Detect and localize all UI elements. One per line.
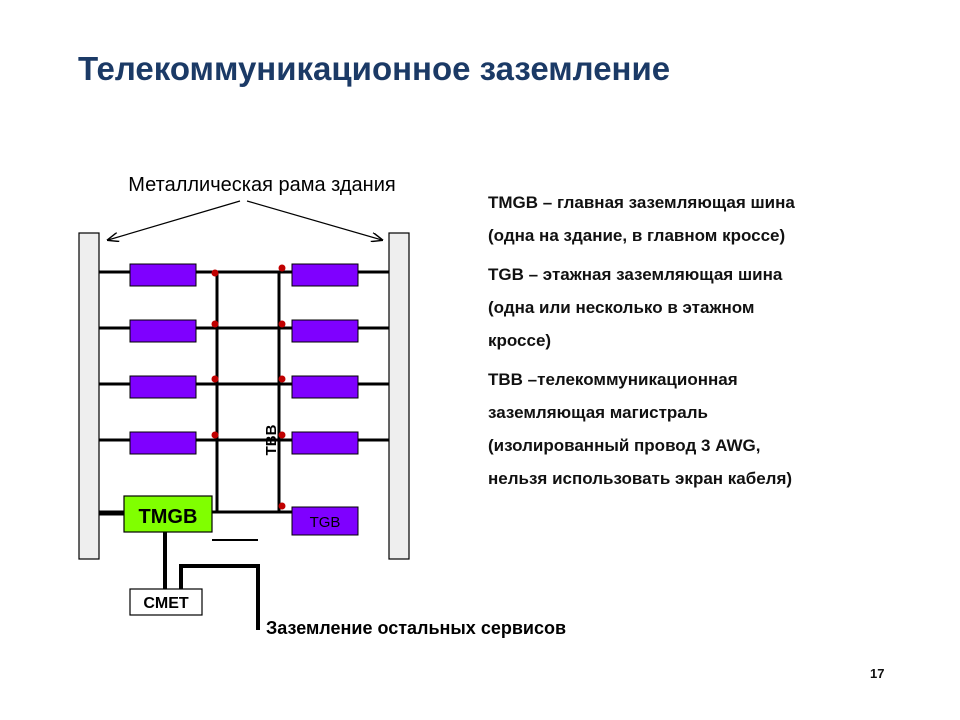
other-services-line [179, 564, 260, 630]
dot-right-1 [278, 264, 286, 272]
busbar-left-2 [129, 319, 197, 343]
dot-right-4 [278, 431, 286, 439]
dot-left-2 [211, 320, 219, 328]
dot-left-1 [211, 269, 219, 277]
connection-dots [211, 264, 286, 510]
legend-line: TMGB – главная заземляющая шина [488, 193, 795, 212]
slide-title: Телекоммуникационное заземление [78, 50, 671, 87]
legend-item-tbb: TBB –телекоммуникационная заземляющая ма… [488, 363, 908, 495]
dot-left-4 [211, 431, 219, 439]
legend-line: (изолированный провод 3 AWG, [488, 436, 761, 455]
page-number: 17 [870, 666, 885, 681]
busbar-right-2 [291, 319, 359, 343]
building-frame-left [78, 232, 100, 560]
busbar-left-3 [129, 375, 197, 399]
tmgb-busbar [123, 495, 213, 533]
building-frame-right [388, 232, 410, 560]
dot-right-5 [278, 502, 286, 510]
frame-arrow-right [246, 200, 382, 240]
legend-line: заземляющая магистраль [488, 403, 709, 422]
legend-line: TBB –телекоммуникационная [488, 370, 738, 389]
legend: TMGB – главная заземляющая шина (одна на… [488, 186, 908, 501]
legend-line: (одна на здание, в главном кроссе) [488, 226, 786, 245]
busbar-right-4 [291, 431, 359, 455]
busbars-left [129, 263, 197, 455]
legend-item-tgb: TGB – этажная заземляющая шина (одна или… [488, 258, 908, 357]
legend-line: кроссе) [488, 331, 552, 350]
legend-line: TGB – этажная заземляющая шина [488, 265, 783, 284]
cmet-label: CMET [143, 595, 189, 612]
busbar-left-1 [129, 263, 197, 287]
dot-left-3 [211, 375, 219, 383]
tbb-label: TBB [263, 424, 280, 455]
dot-right-2 [278, 320, 286, 328]
busbar-left-4 [129, 431, 197, 455]
tmgb-label: TMGB [139, 506, 198, 528]
frame-label: Металлическая рама здания [128, 174, 395, 196]
cmet-box [129, 588, 203, 616]
legend-line: (одна или несколько в этажном [488, 298, 755, 317]
legend-item-tmgb: TMGB – главная заземляющая шина (одна на… [488, 186, 908, 252]
busbars-right [291, 263, 359, 455]
busbar-right-1 [291, 263, 359, 287]
tgb-busbar [291, 506, 359, 536]
tgb-label: TGB [310, 514, 341, 531]
busbar-right-3 [291, 375, 359, 399]
dot-right-3 [278, 375, 286, 383]
frame-arrow-left [108, 200, 241, 240]
other-services-label: Заземление остальных сервисов [266, 618, 566, 638]
legend-line: нельзя использовать экран кабеля) [488, 469, 793, 488]
